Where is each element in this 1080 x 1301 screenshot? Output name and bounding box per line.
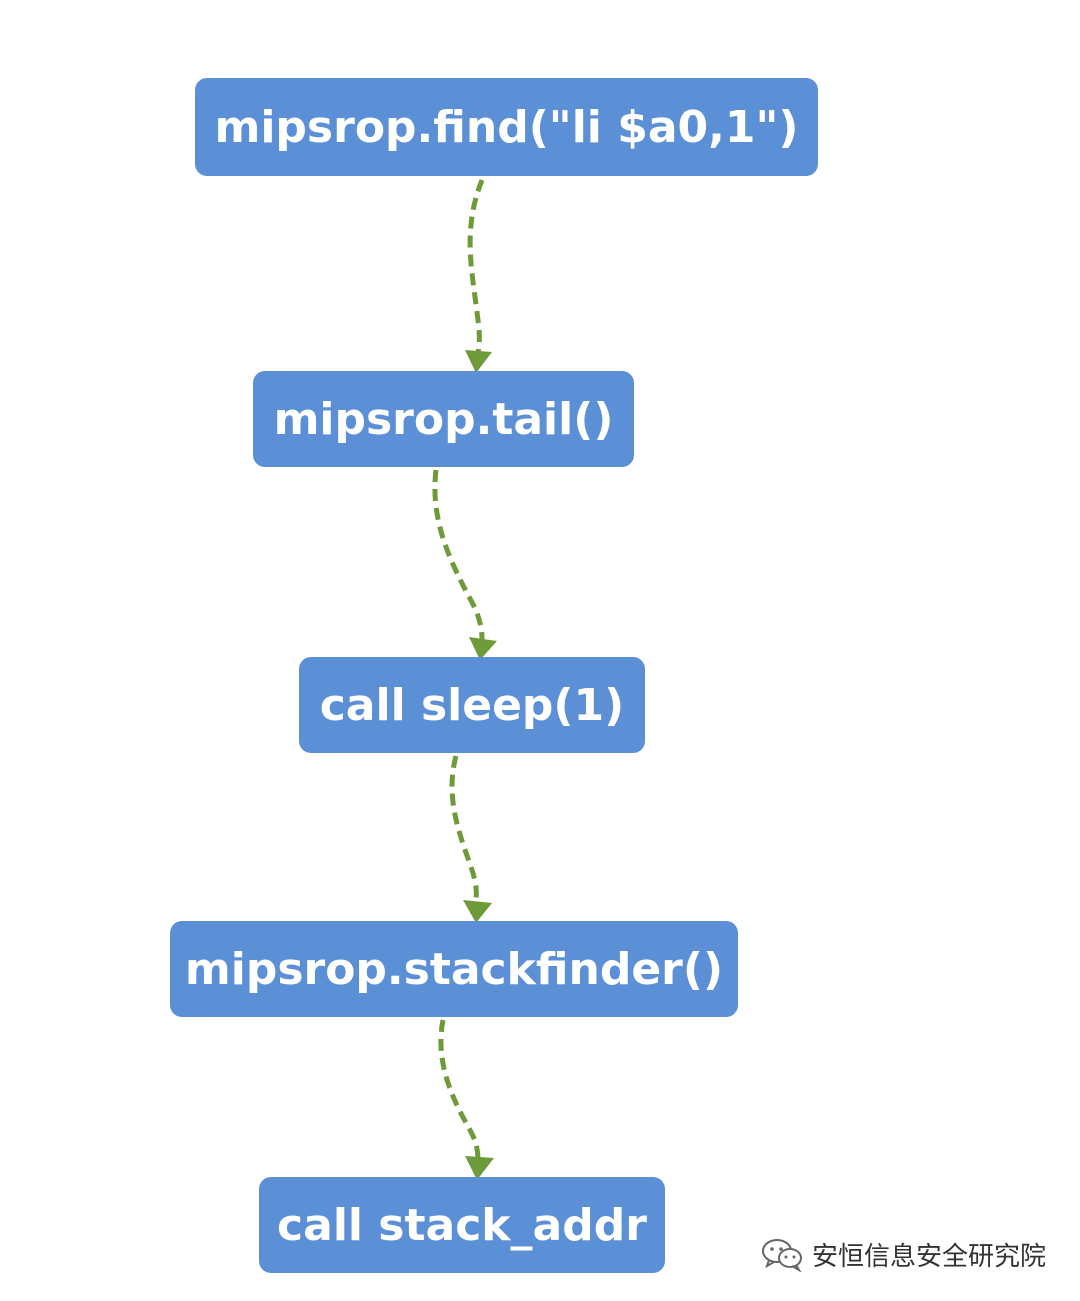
connector-4-line — [438, 1019, 481, 1161]
flow-node-stackfinder: mipsrop.stackfinder() — [170, 921, 738, 1017]
watermark: 安恒信息安全研究院 — [760, 1234, 1046, 1274]
flow-node-call-sleep: call sleep(1) — [299, 657, 645, 753]
connector-1-line — [467, 179, 485, 357]
connector-1-arrowhead — [465, 350, 492, 373]
wechat-icon — [762, 1239, 802, 1272]
connector-2-arrowhead — [469, 637, 497, 660]
connector-3-line — [449, 755, 479, 905]
connector-2-line — [432, 469, 485, 641]
connector-4-arrowhead — [465, 1156, 494, 1180]
flow-node-find-li-a0: mipsrop.find("li $a0,1") — [195, 78, 818, 176]
flow-node-call-stack-addr: call stack_addr — [259, 1177, 665, 1273]
flow-node-tail: mipsrop.tail() — [253, 371, 634, 467]
connector-3-arrowhead — [463, 900, 492, 923]
watermark-text: 安恒信息安全研究院 — [812, 1241, 1047, 1272]
